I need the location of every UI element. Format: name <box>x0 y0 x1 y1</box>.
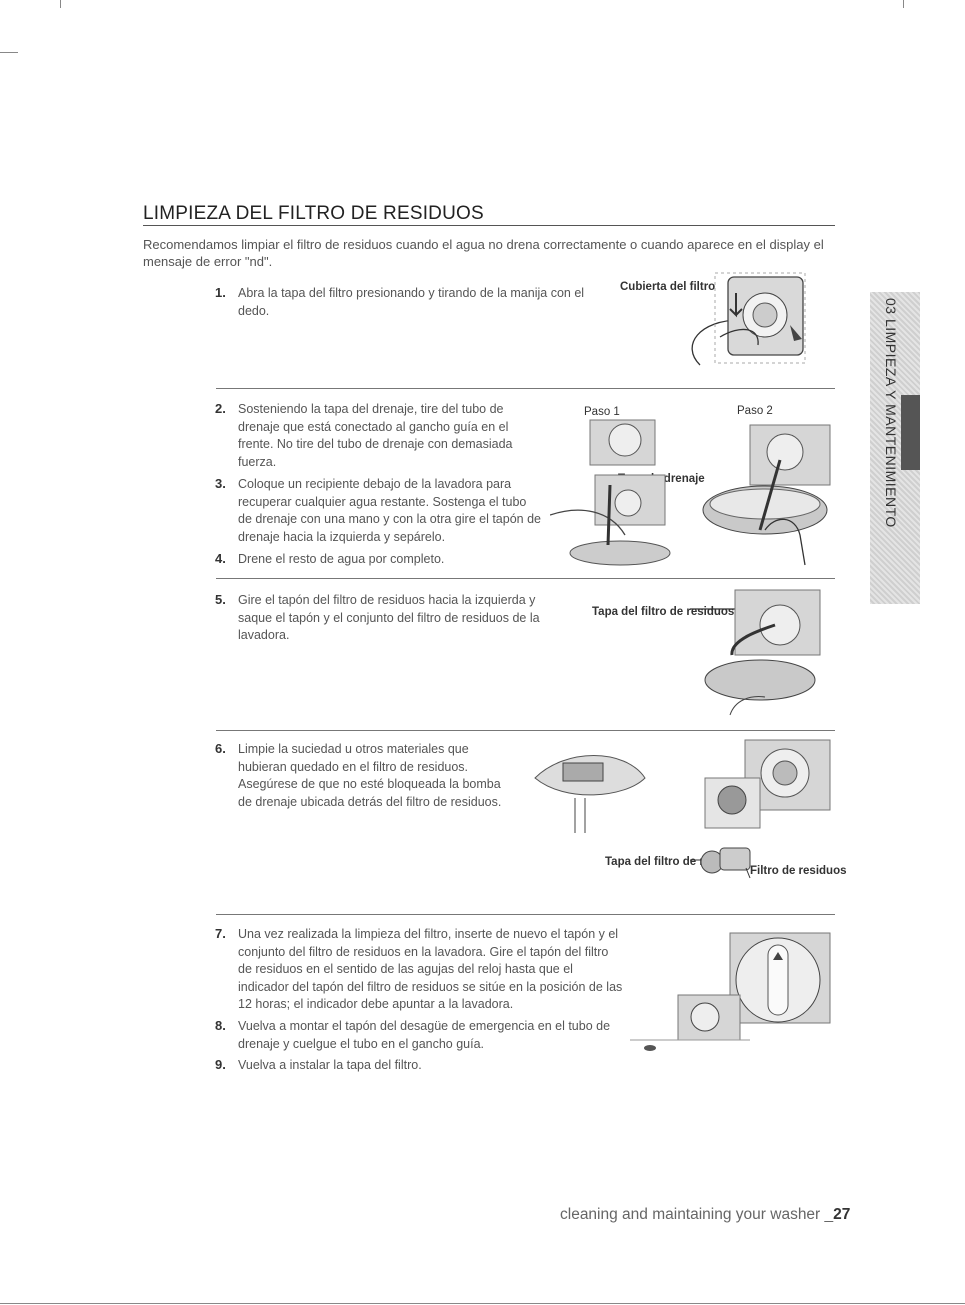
step-number: 9. <box>215 1057 226 1072</box>
step-number: 6. <box>215 741 226 756</box>
section-divider <box>216 388 835 389</box>
step-text: Una vez realizada la limpieza del filtro… <box>238 927 623 1011</box>
step-number: 2. <box>215 401 226 416</box>
intro-paragraph: Recomendamos limpiar el filtro de residu… <box>143 237 824 269</box>
illustration-pump <box>704 739 831 829</box>
crop-mark <box>60 0 61 8</box>
section-divider <box>216 914 835 915</box>
crop-mark <box>0 52 18 53</box>
label-cubierta-filtro: Cubierta del filtro <box>620 281 716 293</box>
illustration-filter-cover <box>691 272 806 366</box>
label-paso-2: Paso 2 <box>737 405 773 417</box>
label-tapa-filtro: Tapa del filtro de residuos <box>592 606 735 618</box>
footer-text: cleaning and maintaining your washer _ <box>560 1206 834 1223</box>
page-number: 27 <box>833 1206 851 1223</box>
step-text: Vuelva a instalar la tapa del filtro. <box>238 1058 422 1072</box>
section-divider <box>216 730 835 731</box>
label-filtro-residuos: Filtro de residuos <box>750 865 847 877</box>
illustration-filter-indicator <box>630 932 831 1051</box>
step-text: Vuelva a montar el tapón del desagüe de … <box>238 1019 611 1051</box>
chapter-tab-marker <box>901 395 920 470</box>
title-rule <box>143 225 835 226</box>
step-text: Abra la tapa del filtro presionando y ti… <box>238 286 585 318</box>
chapter-tab-label: 03 LIMPIEZA Y MANTENIMIENTO <box>883 298 899 528</box>
label-tapa-filtro: Tapa del filtro de residuos <box>605 856 748 868</box>
step-text: Sosteniendo la tapa del drenaje, tire de… <box>238 402 513 469</box>
step-number: 7. <box>215 926 226 941</box>
label-paso-1: Paso 1 <box>584 406 620 418</box>
illustration-filter-cleaning <box>534 755 646 833</box>
illustration-paso-1 <box>550 419 671 566</box>
step-text: Coloque un recipiente debajo de la lavad… <box>238 477 541 544</box>
step-number: 8. <box>215 1018 226 1033</box>
page-footer: cleaning and maintaining your washer _27 <box>560 1206 850 1224</box>
section-title: LIMPIEZA DEL FILTRO DE RESIDUOS <box>143 203 484 224</box>
step-text: Limpie la suciedad u otros materiales qu… <box>238 742 502 809</box>
section-divider <box>216 578 835 579</box>
step-number: 3. <box>215 476 226 491</box>
step-number: 4. <box>215 551 226 566</box>
crop-mark <box>0 1303 965 1304</box>
filter-part-icon <box>690 847 751 879</box>
illustration-step-5 <box>690 589 821 716</box>
step-number: 5. <box>215 592 226 607</box>
illustration-paso-2 <box>702 424 831 566</box>
crop-mark <box>903 0 904 8</box>
step-text: Gire el tapón del filtro de residuos hac… <box>238 593 540 642</box>
step-number: 1. <box>215 285 226 300</box>
step-text: Drene el resto de agua por completo. <box>238 552 445 566</box>
